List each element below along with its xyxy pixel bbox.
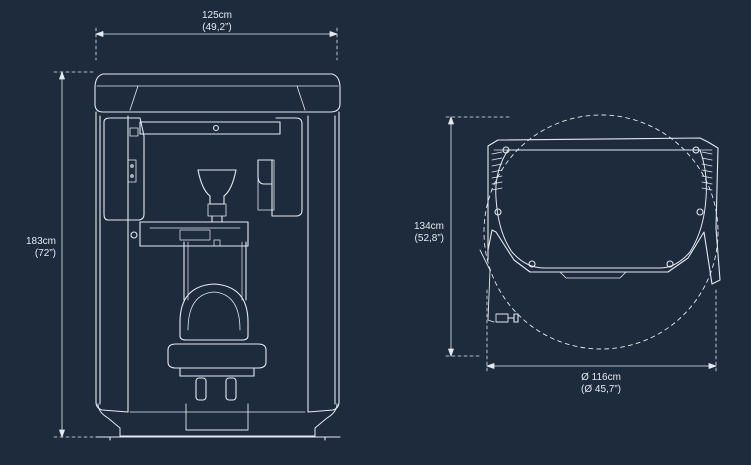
height-dimension-line bbox=[53, 71, 101, 438]
top-view-hull bbox=[487, 137, 721, 285]
width-label: 125cm (49,2”) bbox=[202, 10, 232, 34]
depth-metric: 134cm bbox=[413, 221, 444, 232]
top-view bbox=[445, 114, 721, 373]
frame-outline bbox=[95, 111, 129, 413]
diameter-metric: Ø 116cm bbox=[581, 372, 621, 383]
diameter-imperial: (Ø 45,7”) bbox=[580, 384, 622, 395]
depth-label: 134cm (52,8”) bbox=[398, 221, 444, 245]
positioning-bar bbox=[139, 221, 249, 247]
right-pedal bbox=[225, 377, 237, 401]
left-sensor-housing bbox=[103, 117, 145, 221]
front-view bbox=[53, 27, 341, 441]
rotation-circle bbox=[483, 114, 719, 350]
right-tube-housing bbox=[257, 117, 303, 217]
chin-rest bbox=[197, 169, 237, 205]
seat-back bbox=[179, 283, 249, 341]
base bbox=[97, 403, 338, 437]
height-metric: 183cm bbox=[25, 236, 56, 247]
height-label: 183cm (72”) bbox=[14, 236, 56, 260]
diameter-dimension-line bbox=[486, 289, 717, 373]
depth-dimension-line bbox=[445, 116, 511, 357]
left-pedal bbox=[195, 377, 207, 401]
width-imperial: (49,2”) bbox=[202, 22, 232, 33]
width-dimension-line bbox=[95, 27, 338, 61]
top-view-inner bbox=[495, 149, 707, 269]
adjustment-knob bbox=[479, 249, 495, 323]
diameter-label: Ø 116cm (Ø 45,7”) bbox=[581, 372, 621, 396]
top-cover bbox=[94, 73, 341, 113]
width-metric: 125cm bbox=[201, 10, 233, 21]
left-grille bbox=[491, 151, 503, 191]
seat bbox=[167, 343, 267, 369]
right-grille bbox=[701, 151, 713, 191]
rotating-arm bbox=[139, 121, 281, 135]
depth-imperial: (52,8”) bbox=[414, 233, 444, 244]
height-imperial: (72”) bbox=[34, 248, 56, 259]
